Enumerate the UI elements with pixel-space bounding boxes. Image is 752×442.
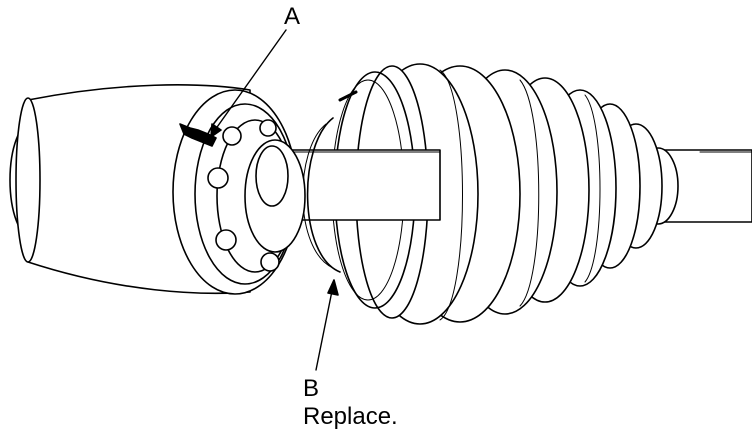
leader-line-b [315, 279, 339, 371]
callout-label-a: A [284, 3, 301, 30]
alignment-mark [179, 123, 217, 147]
inner-race-and-balls [207, 119, 306, 272]
callout-note-b: Replace. [303, 403, 398, 430]
leader-line-a [210, 29, 287, 138]
callout-label-b: B [303, 375, 320, 402]
